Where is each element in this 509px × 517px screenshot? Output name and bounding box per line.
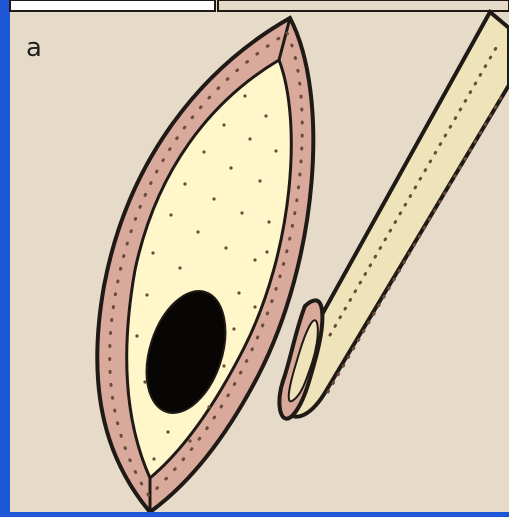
top-right-caption-box: [218, 0, 509, 11]
panel-label: a: [26, 33, 42, 63]
top-left-caption-box: [10, 0, 215, 11]
